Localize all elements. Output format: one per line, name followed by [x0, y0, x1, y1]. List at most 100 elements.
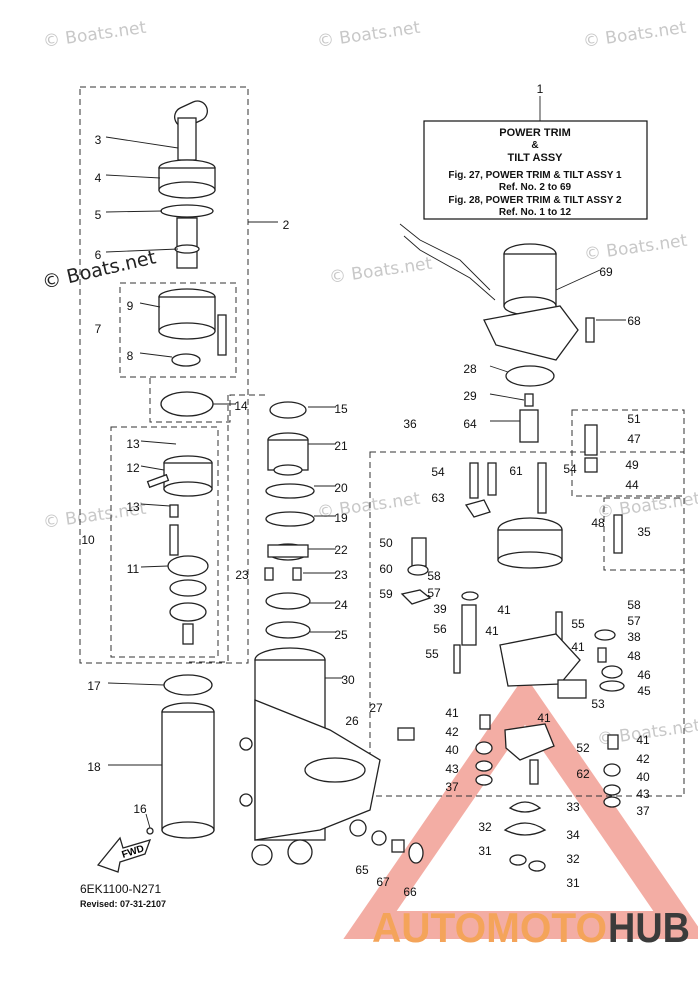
callout-12: 12: [126, 461, 140, 475]
title-line-2: &: [531, 140, 538, 151]
watermark-text: © Boats.net: [42, 18, 148, 52]
callout-11: 11: [127, 562, 140, 576]
title-line-7: Ref. No. 1 to 12: [499, 207, 572, 218]
callout-40: 40: [636, 770, 650, 784]
title-line-3: TILT ASSY: [508, 152, 564, 164]
callout-41: 41: [485, 624, 499, 638]
callout-18: 18: [87, 760, 101, 774]
callout-14: 14: [234, 399, 248, 413]
title-line-1: POWER TRIM: [499, 127, 571, 139]
callout-54: 54: [431, 465, 445, 479]
callout-62: 62: [576, 767, 590, 781]
callout-37: 37: [636, 804, 650, 818]
callout-33: 33: [566, 800, 580, 814]
callout-36: 36: [403, 417, 417, 431]
title-box: POWER TRIM & TILT ASSY Fig. 27, POWER TR…: [423, 96, 648, 220]
watermark-text: © Boats.net: [316, 18, 422, 52]
callout-17: 17: [87, 679, 101, 693]
callout-48: 48: [627, 649, 641, 663]
callout-57: 57: [627, 614, 641, 628]
callout-24: 24: [334, 598, 348, 612]
callout-35: 35: [637, 525, 651, 539]
callout-16: 16: [133, 802, 147, 816]
callout-45: 45: [637, 684, 651, 698]
watermark-text: © Boats.net: [316, 489, 422, 523]
callout-56: 56: [433, 622, 447, 636]
center-stack: [264, 401, 315, 639]
callout-53: 53: [591, 697, 605, 711]
group-boxes: [79, 86, 685, 797]
callout-23: 23: [334, 568, 348, 582]
leader-lines: [105, 136, 626, 829]
callout-6: 6: [95, 248, 102, 262]
piston-assembly: [146, 455, 213, 645]
callout-8: 8: [127, 349, 134, 363]
callout-59: 59: [379, 587, 393, 601]
watermark-text: © Boats.net: [583, 231, 689, 265]
watermark-text: © Boats.net: [596, 489, 698, 523]
callout-41: 41: [445, 706, 459, 720]
callout-27: 27: [369, 701, 383, 715]
callout-44: 44: [625, 478, 639, 492]
callout-5: 5: [95, 208, 102, 222]
revision-date: Revised: 07-31-2107: [80, 899, 166, 909]
callout-41: 41: [497, 603, 511, 617]
callout-41: 41: [537, 711, 551, 725]
callout-25: 25: [334, 628, 348, 642]
callout-10: 10: [81, 533, 95, 547]
callout-4: 4: [95, 171, 102, 185]
callout-15: 15: [334, 402, 348, 416]
callout-43: 43: [636, 787, 650, 801]
callout-55: 55: [425, 647, 439, 661]
motor-assembly: [399, 223, 595, 361]
callout-46: 46: [637, 668, 651, 682]
callout-49: 49: [625, 458, 639, 472]
title-line-6: Fig. 28, POWER TRIM & TILT ASSY 2: [448, 195, 622, 206]
pump-assembly: [400, 365, 625, 872]
callout-19: 19: [334, 511, 348, 525]
tilt-rod-assembly: [158, 100, 227, 417]
callout-2: 2: [283, 218, 290, 232]
logo-text-auto: AUTOMOTO: [372, 904, 607, 951]
logo-triangle: [343, 675, 698, 939]
callout-3: 3: [95, 133, 102, 147]
callout-42: 42: [445, 725, 459, 739]
callout-54: 54: [563, 462, 577, 476]
tilt-cylinder: [146, 674, 215, 839]
callout-67: 67: [376, 875, 390, 889]
callout-20: 20: [334, 481, 348, 495]
watermark-text: © Boats.net: [582, 18, 688, 52]
callout-60: 60: [379, 562, 393, 576]
callout-42: 42: [636, 752, 650, 766]
callout-32: 32: [566, 852, 580, 866]
callout-48: 48: [591, 516, 605, 530]
callout-66: 66: [403, 885, 417, 899]
drawing-code: 6EK1100-N271: [80, 882, 161, 896]
callout-57: 57: [427, 586, 441, 600]
callout-63: 63: [431, 491, 445, 505]
automotohub-logo: AUTOMOTO HUB: [372, 904, 690, 951]
callout-58: 58: [627, 598, 641, 612]
callout-22: 22: [334, 543, 348, 557]
logo-text-hub: HUB: [608, 904, 690, 951]
callout-43: 43: [445, 762, 459, 776]
callout-51: 51: [627, 412, 641, 426]
callout-65: 65: [355, 863, 369, 877]
callout-55: 55: [571, 617, 585, 631]
callout-39: 39: [433, 602, 447, 616]
callout-64: 64: [463, 417, 477, 431]
callout-52: 52: [576, 741, 590, 755]
callout-50: 50: [379, 536, 393, 550]
callout-28: 28: [463, 362, 477, 376]
callout-23: 23: [235, 568, 249, 582]
callout-1: 1: [537, 82, 544, 96]
callout-68: 68: [627, 314, 641, 328]
callout-26: 26: [345, 714, 359, 728]
callout-31: 31: [478, 844, 492, 858]
title-line-5: Ref. No. 2 to 69: [499, 182, 572, 193]
callout-40: 40: [445, 743, 459, 757]
fwd-arrow: FWD: [96, 836, 152, 873]
callout-13: 13: [126, 437, 140, 451]
